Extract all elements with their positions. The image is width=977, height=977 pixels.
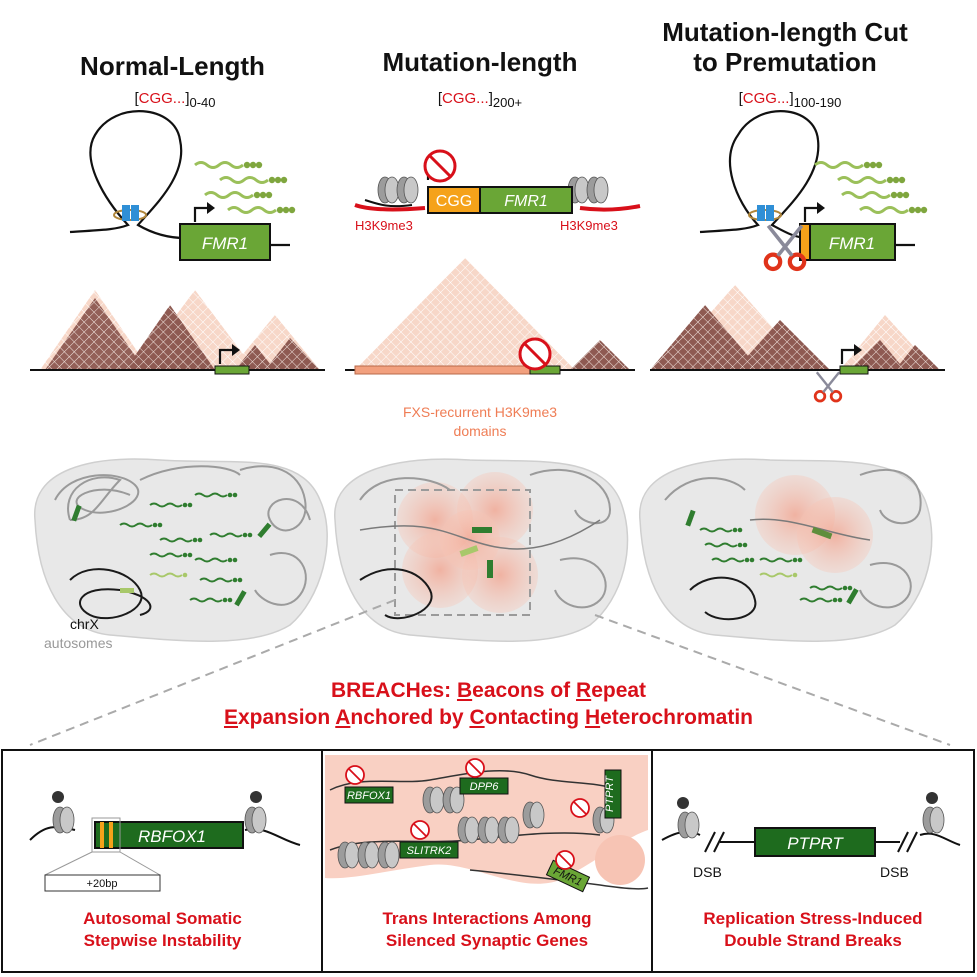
cgg-label: CGG <box>436 193 472 210</box>
normal-gene-schematic <box>69 110 297 247</box>
bottom-panels-frame <box>1 749 975 973</box>
dpp6-label: DPP6 <box>470 781 500 793</box>
fmr1-label-cut: FMR1 <box>829 234 875 253</box>
fxs-domains-line2: domains <box>453 423 507 439</box>
fmr1-label-mutation: FMR1 <box>504 193 548 210</box>
panel-dsb-schematic <box>661 792 961 857</box>
repeat-notation-mutation: [CGG...]200+ <box>437 90 523 110</box>
column-title-normal: Normal-Length <box>80 51 265 81</box>
breaches-title-line1: BREACHes: Beacons of Repeat <box>330 679 647 702</box>
column-title-cut-line2: to Premutation <box>693 47 877 77</box>
fxs-domains-label: FXS-recurrent H3K9me3 domains <box>355 403 605 441</box>
dsb-label-right: DSB <box>880 864 909 880</box>
plus20bp-label: +20bp <box>87 878 118 890</box>
ptprt-label: PTPRT <box>787 834 844 853</box>
repeat-notation-cut: [CGG...]100-190 <box>738 90 842 110</box>
column-title-cut-line1: Mutation-length Cut <box>662 17 908 47</box>
breaches-title-line2: Expansion Anchored by Contacting Heteroc… <box>223 706 753 729</box>
repeat-notation-normal: [CGG...]0-40 <box>134 90 216 110</box>
panel-autosomal-schematic <box>29 791 301 892</box>
h3k9me3-label-right: H3K9me3 <box>560 218 618 233</box>
ptprt-silenced-label: PTPRT <box>604 775 616 812</box>
fxs-domains-line1: FXS-recurrent H3K9me3 <box>402 404 558 420</box>
nucleus-mutation <box>334 458 629 642</box>
cut-gene-schematic <box>699 110 929 247</box>
fxs-h3k9me3-domain-bar <box>354 365 531 375</box>
column-title-cut: Mutation-length Cut to Premutation <box>630 18 940 76</box>
breaches-title: BREACHes: Beacons of Repeat Expansion An… <box>100 677 877 731</box>
nucleus-normal <box>34 458 328 642</box>
nucleus-cut <box>639 458 933 642</box>
fmr1-gene-cut <box>809 223 896 261</box>
panel-trans-interactions <box>325 755 649 893</box>
tad-mutation <box>345 258 635 375</box>
legend-autosomes: autosomes <box>44 635 113 651</box>
tss-arrow-icon <box>193 200 217 224</box>
column-title-mutation: Mutation-length <box>382 47 578 77</box>
mutation-gene-schematic <box>354 149 641 214</box>
h3k9me3-label-left: H3K9me3 <box>355 218 413 233</box>
nucleosome-icon <box>377 176 400 204</box>
tad-normal <box>30 290 325 375</box>
dsb-label-left: DSB <box>693 864 722 880</box>
fmr1-label-normal: FMR1 <box>202 234 248 253</box>
tad-cut <box>650 285 945 403</box>
fmr1-gene-normal <box>179 223 271 261</box>
rbfox1-label: RBFOX1 <box>138 827 206 846</box>
rbfox1-silenced-label: RBFOX1 <box>347 790 391 802</box>
legend-chrx: chrX <box>70 616 99 632</box>
slitrk2-label: SLITRK2 <box>407 845 452 857</box>
ptprt-gene <box>754 827 876 857</box>
